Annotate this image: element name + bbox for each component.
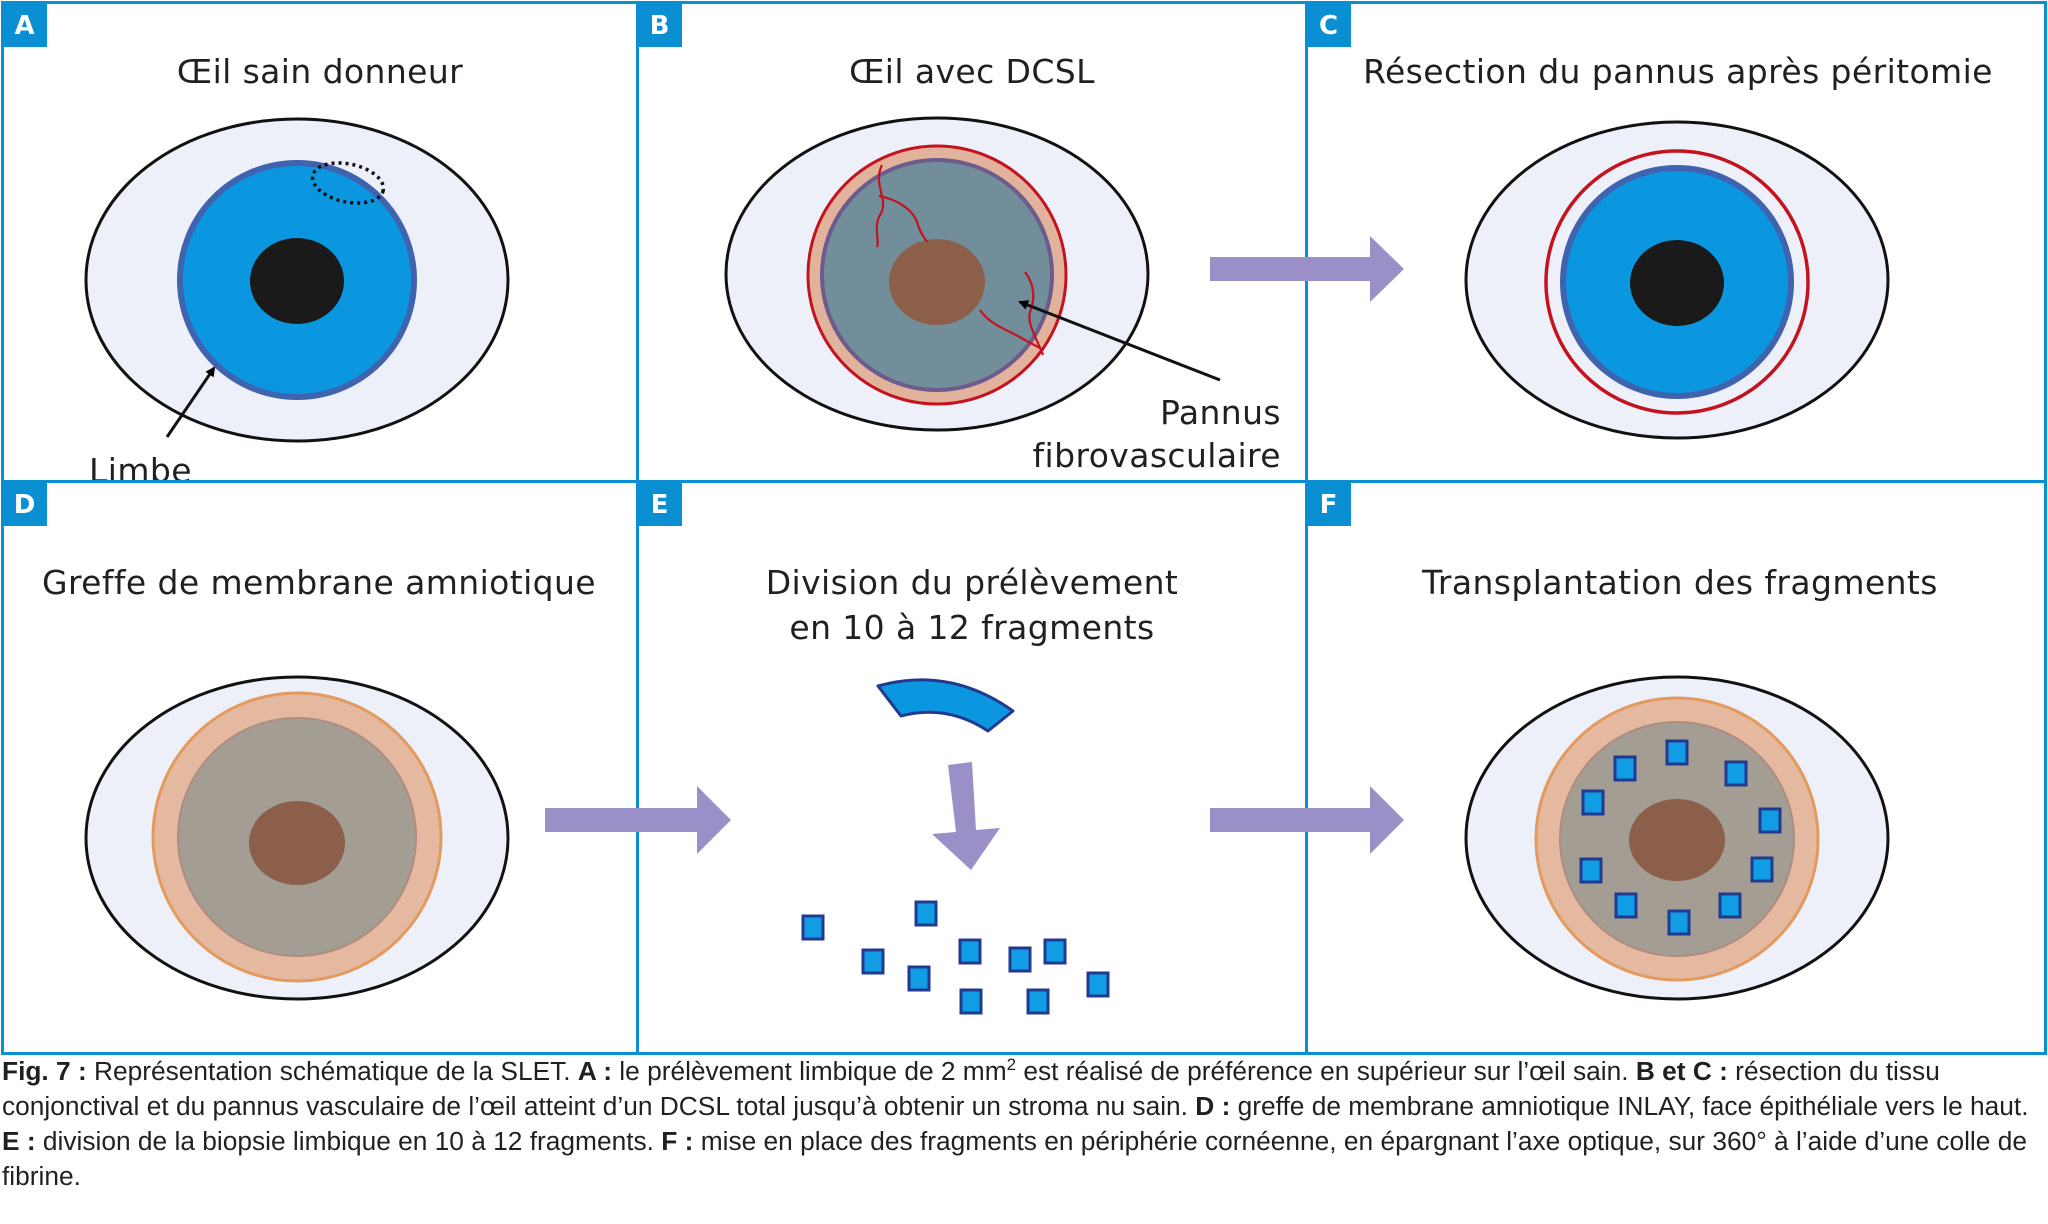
panel-e-division [801, 678, 1110, 1015]
arrow-b-to-c [1210, 236, 1404, 302]
caption-bc-text: résection du tissu conjonctival et du pa… [2, 1056, 1940, 1121]
pannus-arrow [1018, 300, 1221, 382]
panel-c-letter: C [1319, 11, 1338, 41]
panel-e-title-line1: Division du prélèvement [766, 563, 1178, 602]
caption-d-label: D : [1195, 1091, 1231, 1121]
caption-fig-label: Fig. 7 : [2, 1056, 87, 1086]
fragment [1667, 909, 1691, 936]
caption-f-text: mise en place des fragments en périphéri… [2, 1126, 2027, 1191]
panel-f-letter: F [1320, 490, 1338, 520]
panel-a-title: Œil sain donneur [177, 52, 463, 91]
panel-a-healthy-eye: Limbe [84, 117, 510, 490]
fragment [801, 914, 825, 941]
caption-e-text: division de la biopsie limbique en 10 à … [35, 1126, 662, 1156]
fragment [907, 965, 931, 992]
panel-c-title: Résection du pannus après péritomie [1363, 52, 1993, 91]
arrow-e-to-f [1210, 786, 1404, 854]
fragment [1581, 789, 1605, 816]
panel-f-frame [1305, 480, 2047, 1055]
fragment [1750, 856, 1774, 883]
panel-c-resected-eye [1464, 120, 1890, 440]
figure-caption: Fig. 7 : Représentation schématique de l… [2, 1054, 2046, 1194]
caption-a-sup: 2 [1006, 1055, 1017, 1074]
pannus-label-line2: fibrovasculaire [1033, 436, 1281, 475]
caption-d-text: greffe de membrane amniotique INLAY, fac… [1230, 1091, 2029, 1121]
panel-d-letter: D [14, 490, 36, 520]
transplanted-fragments [1579, 739, 1782, 936]
panel-f-tag: F [1306, 481, 1351, 526]
downward-arrow [932, 762, 1000, 870]
fragment [1724, 760, 1748, 787]
panel-e-tag: E [637, 481, 682, 526]
fragment [861, 948, 885, 975]
biopsy-site-dotted-outline [310, 161, 386, 205]
fibrovascular-vessels [875, 164, 1045, 356]
slet-diagram: A B C D E F Œil sain donneur Œil avec DC… [1, 1, 2047, 1055]
limbe-label: Limbe [89, 451, 192, 490]
fragment [959, 988, 983, 1015]
fragment [1026, 988, 1050, 1015]
panel-e-letter: E [651, 490, 669, 520]
pupil [1630, 240, 1724, 326]
fragments [801, 900, 1110, 1015]
limbal-biopsy-piece [876, 678, 1015, 733]
panel-a-letter: A [14, 11, 34, 41]
panel-f-transplanted-eye [1464, 675, 1890, 1001]
panel-b-title: Œil avec DCSL [849, 52, 1095, 91]
panel-c-tag: C [1306, 2, 1351, 47]
caption-a-label: A : [577, 1056, 612, 1086]
panel-d-title: Greffe de membrane amniotique [42, 563, 596, 602]
limbe-arrow [165, 366, 216, 438]
panel-a-tag: A [2, 2, 47, 47]
pannus-label-line1: Pannus [1160, 393, 1281, 432]
panel-frames [1, 1, 2047, 1055]
fragment [914, 900, 938, 927]
caption-e-label: E : [2, 1126, 36, 1156]
caption-a-text-2: est réalisé de préférence en supérieur s… [1016, 1056, 1636, 1086]
panel-b-diseased-eye: Pannus fibrovasculaire [724, 116, 1281, 475]
panel-d-tag: D [2, 481, 47, 526]
pupil [1629, 799, 1725, 881]
fragment [1665, 739, 1689, 766]
arrow-d-to-e [545, 786, 731, 854]
caption-a-text-1: le prélèvement limbique de 2 mm [611, 1056, 1007, 1086]
fragment [958, 938, 982, 965]
fragment [1043, 938, 1067, 965]
fragment [1579, 857, 1603, 884]
caption-bc-label: B et C : [1635, 1056, 1728, 1086]
pupil [250, 238, 344, 324]
fragment [1008, 946, 1032, 973]
panel-e-title-line2: en 10 à 12 fragments [789, 608, 1154, 647]
panel-f-title: Transplantation des fragments [1421, 563, 1938, 602]
panel-d-amniotic-eye [84, 675, 510, 1001]
pupil [249, 801, 345, 885]
fragment [1614, 892, 1638, 919]
fragment [1718, 892, 1742, 919]
fragment [1086, 971, 1110, 998]
caption-intro: Représentation schématique de la SLET. [86, 1056, 578, 1086]
fragment [1758, 807, 1782, 834]
caption-f-label: F : [661, 1126, 694, 1156]
pupil [889, 239, 985, 325]
panel-b-letter: B [650, 11, 670, 41]
panel-b-tag: B [637, 2, 682, 47]
fragment [1613, 755, 1637, 782]
peritomy-ring [1544, 149, 1810, 415]
